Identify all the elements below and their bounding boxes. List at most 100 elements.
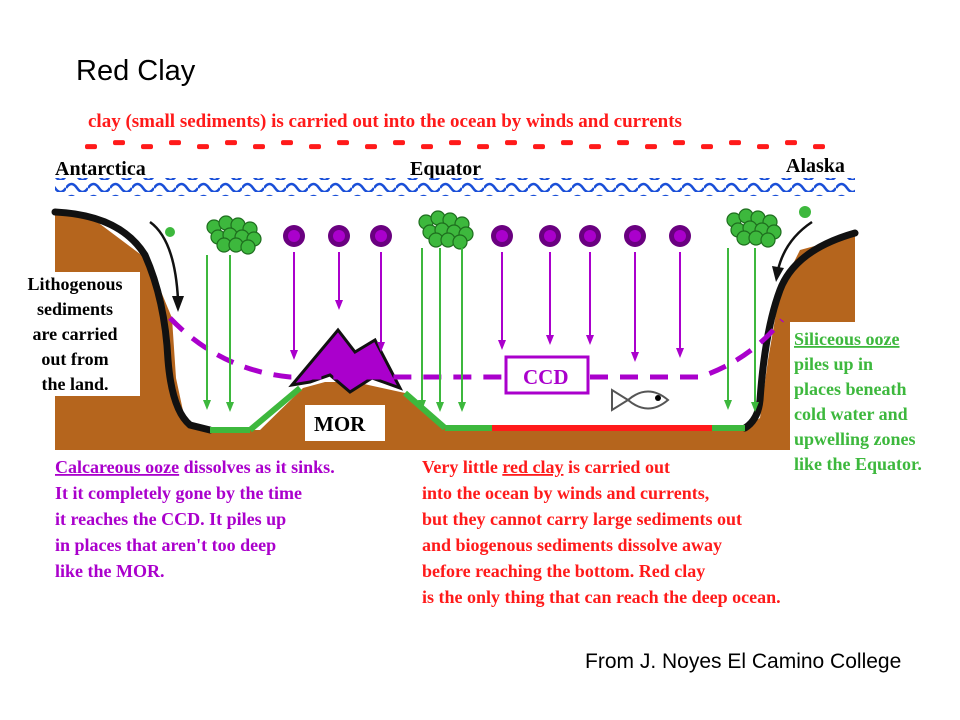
red-clay-line: but they cannot carry large sediments ou… <box>422 509 742 529</box>
red-clay-line: before reaching the bottom. Red clay <box>422 561 705 581</box>
ocean-surface-waves <box>55 178 855 196</box>
red-clay-line: Very little red clay is carried out <box>422 457 670 477</box>
arrow-head <box>498 340 506 350</box>
wind-dash <box>533 144 545 150</box>
wind-dash <box>813 144 825 150</box>
fish-icon <box>611 388 670 412</box>
arrow-head <box>458 402 466 412</box>
sinking-arrow <box>676 252 684 358</box>
lithogenous-note-box <box>10 272 140 396</box>
siliceous-line: upwelling zones <box>794 429 916 449</box>
location-label-antarctica: Antarctica <box>55 158 146 180</box>
arrow-head <box>631 352 639 362</box>
wind-dash <box>365 144 377 150</box>
calcareous-line: Calcareous ooze dissolves as it sinks. <box>55 457 335 477</box>
coccolith-core <box>629 230 641 242</box>
red-clay-note: Very little red clay is carried out into… <box>422 457 781 607</box>
siliceous-line: places beneath <box>794 379 907 399</box>
coccolith-core <box>584 230 596 242</box>
coccolith <box>669 225 691 247</box>
wind-dash <box>729 140 741 146</box>
slide-title: Red Clay <box>76 55 196 87</box>
calcareous-line: like the MOR. <box>55 561 165 581</box>
wind-dash <box>701 144 713 150</box>
diatom-clusters <box>165 206 811 255</box>
wind-dash <box>785 140 797 146</box>
wind-dash <box>589 144 601 150</box>
lithogenous-line: sediments <box>37 299 113 319</box>
wind-dash <box>393 140 405 146</box>
arrow-head <box>418 400 426 410</box>
wind-dashes <box>85 140 825 150</box>
arrow-head <box>226 402 234 412</box>
source-credit: From J. Noyes El Camino College <box>585 650 902 673</box>
location-label-equator: Equator <box>410 158 481 180</box>
diatom-cluster <box>726 208 782 248</box>
arrow-head <box>436 402 444 412</box>
arrow-head <box>377 342 385 352</box>
wind-dash <box>617 140 629 146</box>
arrow-head <box>335 300 343 310</box>
coccolith <box>624 225 646 247</box>
coccolith-core <box>496 230 508 242</box>
coccolith <box>491 225 513 247</box>
coccolith <box>283 225 305 247</box>
sinking-arrow <box>418 248 426 410</box>
sinking-arrow <box>586 252 594 345</box>
calcareous-slope-right <box>403 390 447 431</box>
ccd-line-right <box>590 318 784 380</box>
wind-dash <box>169 140 181 146</box>
coastal-runoff-arrow-left <box>149 220 180 301</box>
wind-dash <box>645 144 657 150</box>
wind-dash <box>253 144 265 150</box>
sinking-arrow <box>458 248 466 412</box>
antarctic-coastline <box>51 208 214 434</box>
top-caption: clay (small sediments) is carried out in… <box>88 111 682 132</box>
diatom <box>799 206 811 218</box>
sinking-arrow <box>724 248 732 410</box>
wind-dash <box>673 140 685 146</box>
sinking-arrows <box>203 248 759 412</box>
diatom <box>452 234 468 250</box>
siliceous-line: like the Equator. <box>794 454 922 474</box>
arrow-head <box>546 335 554 345</box>
sinking-arrow <box>290 252 298 360</box>
wind-dash <box>197 144 209 150</box>
mid-ocean-ridge <box>288 327 404 394</box>
diatom-cluster <box>206 215 262 255</box>
coastal-runoff-arrowhead-left <box>172 296 184 312</box>
sinking-arrow <box>226 255 234 412</box>
red-clay-line: into the ocean by winds and currents, <box>422 483 709 503</box>
calcareous-slope-left <box>248 385 302 433</box>
wind-dash <box>281 140 293 146</box>
arrow-head <box>676 348 684 358</box>
calcareous-note: Calcareous ooze dissolves as it sinks. I… <box>55 457 335 581</box>
lithogenous-line: the land. <box>41 374 108 394</box>
coastal-runoff-arrowhead-right <box>772 266 784 282</box>
wind-dash <box>225 140 237 146</box>
coccolith <box>328 225 350 247</box>
mor-label-box <box>305 405 385 441</box>
siliceous-note: Siliceous ooze piles up in places beneat… <box>794 329 922 474</box>
arrow-head <box>203 400 211 410</box>
siliceous-line: piles up in <box>794 354 873 374</box>
diatom-cluster <box>418 210 474 250</box>
sinking-arrow <box>751 248 759 412</box>
diatom <box>165 227 175 237</box>
coccolith-plankton <box>283 225 691 247</box>
siliceous-note-box <box>790 322 955 482</box>
sinking-arrow <box>436 248 444 412</box>
red-clay-line: is the only thing that can reach the dee… <box>422 587 781 607</box>
sinking-arrow <box>377 252 385 352</box>
wind-dash <box>449 140 461 146</box>
wind-dash <box>505 140 517 146</box>
arrow-head <box>751 402 759 412</box>
sinking-arrow <box>498 252 506 350</box>
wind-dash <box>337 140 349 146</box>
coccolith <box>539 225 561 247</box>
wind-dash <box>85 144 97 150</box>
arrow-head <box>290 350 298 360</box>
coccolith-core <box>333 230 345 242</box>
lithogenous-line: are carried <box>32 324 117 344</box>
